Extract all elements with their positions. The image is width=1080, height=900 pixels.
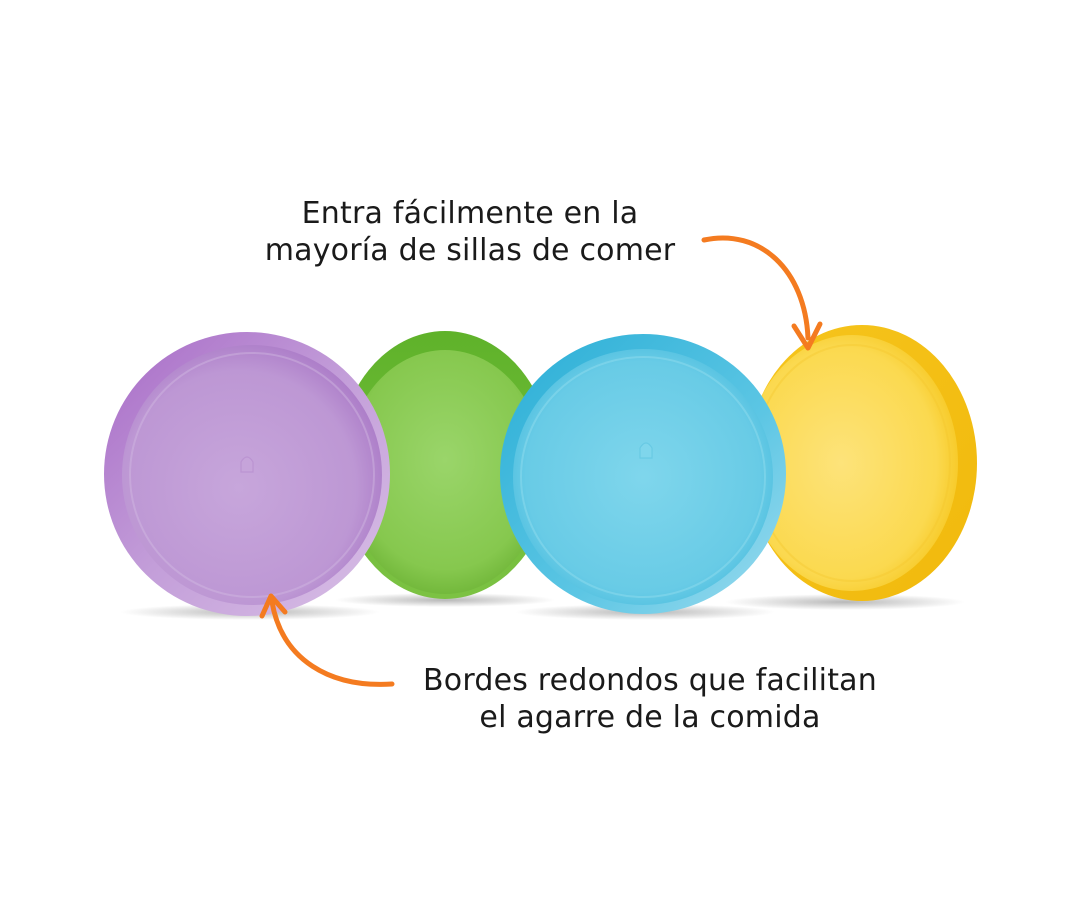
callout-line: Entra fácilmente en la: [301, 196, 639, 231]
plate-shadow: [725, 594, 965, 610]
plate-shadow: [335, 593, 555, 607]
callout-fits-highchair: Entra fácilmente en la mayoría de sillas…: [240, 195, 700, 269]
green-plate: [337, 331, 553, 599]
logo-emboss-icon: [639, 442, 653, 459]
purple-plate: [104, 332, 390, 616]
arrow-top-icon: [701, 235, 823, 351]
blue-plate: [500, 334, 786, 614]
callout-line: Bordes redondos que facilitan: [423, 663, 877, 698]
callout-line: el agarre de la comida: [479, 700, 821, 735]
callout-rounded-edges: Bordes redondos que facilitan el agarre …: [400, 662, 900, 736]
logo-emboss-icon: [240, 456, 254, 473]
yellow-plate: [746, 325, 977, 601]
arrow-bottom-icon: [259, 593, 395, 687]
callout-line: mayoría de sillas de comer: [264, 233, 676, 268]
